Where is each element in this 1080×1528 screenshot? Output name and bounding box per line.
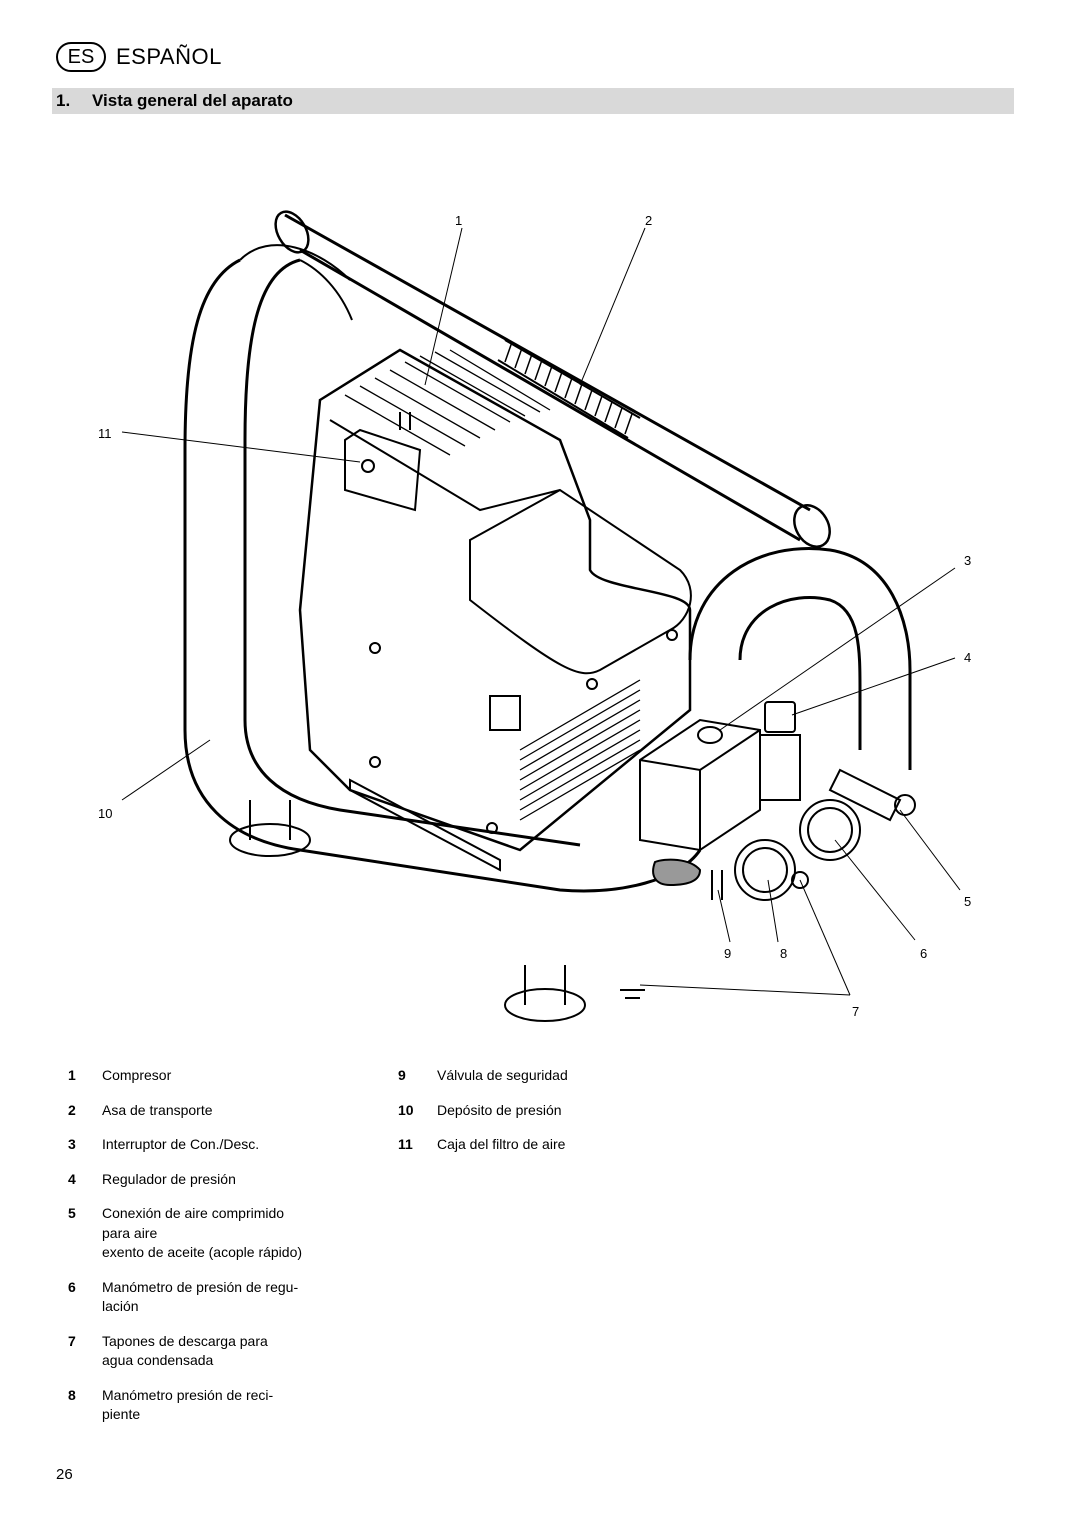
- legend-number: 11: [398, 1136, 413, 1152]
- callout-5: 5: [964, 894, 971, 909]
- callout-3: 3: [964, 553, 971, 568]
- callout-10: 10: [98, 806, 112, 821]
- legend-label: Caja del filtro de aire: [437, 1136, 566, 1152]
- section-number: 1.: [56, 91, 71, 110]
- callout-9: 9: [724, 946, 731, 961]
- legend-label: Asa de transporte: [102, 1101, 213, 1118]
- callout-11: 11: [98, 426, 112, 441]
- compressor-illustration: 1 2 3 4 5 6 7 8 9 10 11: [98, 210, 971, 1022]
- legend-label: Compresor: [102, 1067, 172, 1083]
- legend-item: 4 Regulador de presión: [62, 1170, 362, 1190]
- callout-8: 8: [780, 946, 787, 961]
- callout-6: 6: [920, 946, 927, 961]
- legend-item: 7 Tapones de descarga para agua condensa…: [62, 1332, 362, 1371]
- legend-label: Interruptor de Con./Desc.: [102, 1136, 260, 1152]
- legend-item: 6 Manómetro de presión de regu- lación: [62, 1278, 362, 1317]
- legend-item: 5 Conexión de aire comprimido para aire …: [62, 1204, 362, 1263]
- legend-item: 11 Caja del filtro de aire: [392, 1135, 712, 1155]
- section-title: Vista general del aparato: [92, 91, 293, 110]
- legend-label: Depósito de presión: [437, 1101, 562, 1118]
- legend-label: Tapones de descarga para agua condensada: [102, 1332, 268, 1369]
- legend-item: 3 Interruptor de Con./Desc.: [62, 1135, 362, 1155]
- legend-right-column: 9 Válvula de seguridad 10 Depósito de pr…: [392, 1066, 712, 1170]
- legend-number: 3: [68, 1136, 76, 1152]
- legend-number: 1: [68, 1067, 76, 1083]
- legend-item: 10 Depósito de presión: [392, 1101, 712, 1121]
- legend-number: 2: [68, 1101, 76, 1118]
- callout-2: 2: [645, 213, 652, 228]
- legend-label: Regulador de presión: [102, 1170, 236, 1187]
- language-name: ESPAÑOL: [116, 44, 222, 69]
- page-number: 26: [56, 1466, 73, 1483]
- legend-label: Conexión de aire comprimido para aire ex…: [102, 1205, 303, 1260]
- legend-number: 7: [68, 1332, 76, 1349]
- callout-7: 7: [852, 1004, 859, 1019]
- legend-number: 4: [68, 1170, 76, 1187]
- legend-item: 1 Compresor: [62, 1066, 362, 1086]
- legend-label: Válvula de seguridad: [437, 1067, 568, 1083]
- legend-number: 5: [68, 1205, 76, 1221]
- legend-item: 9 Válvula de seguridad: [392, 1066, 712, 1086]
- legend-item: 8 Manómetro presión de reci- piente: [62, 1386, 362, 1425]
- callout-1: 1: [455, 213, 462, 228]
- legend-number: 8: [68, 1386, 76, 1403]
- language-code-badge: ES: [56, 42, 106, 72]
- legend-number: 6: [68, 1278, 76, 1295]
- legend-left-column: 1 Compresor 2 Asa de transporte 3 Interr…: [62, 1066, 362, 1440]
- legend-item: 2 Asa de transporte: [62, 1101, 362, 1121]
- legend-number: 9: [398, 1067, 406, 1083]
- callout-4: 4: [964, 650, 971, 665]
- legend-label: Manómetro de presión de regu- lación: [102, 1278, 299, 1315]
- legend-label: Manómetro presión de reci- piente: [102, 1386, 274, 1423]
- legend-number: 10: [398, 1101, 414, 1118]
- section-heading: 1. Vista general del aparato: [52, 88, 1014, 114]
- language-header: ES ESPAÑOL: [56, 40, 222, 74]
